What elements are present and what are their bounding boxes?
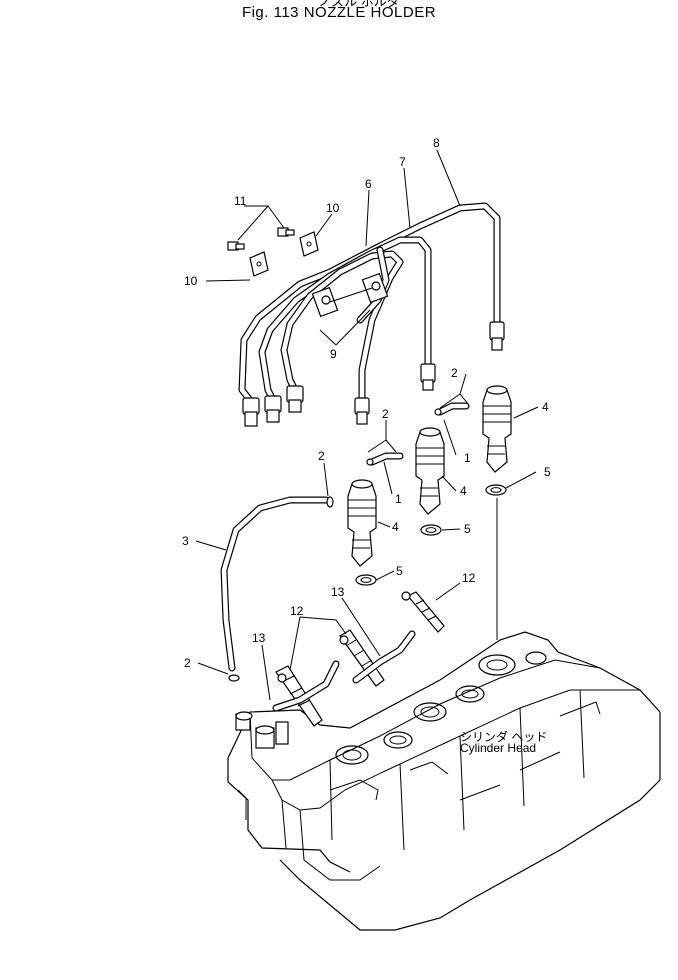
callout-label: 2	[318, 449, 325, 463]
pipe-nut	[489, 321, 505, 351]
figure-title-jp: ノズル ホルダ	[318, 0, 400, 9]
washer	[485, 484, 507, 496]
glow-plug-lead	[272, 660, 340, 712]
cylinder-head-port	[335, 745, 369, 765]
cylinder-head-label-jp: シリンダ ヘッド	[460, 729, 547, 744]
leak-off-connector	[366, 452, 404, 466]
fuel-fitting	[235, 711, 289, 749]
cylinder-head-port	[455, 685, 485, 703]
callout-label: 9	[330, 347, 337, 361]
callout-label: 4	[392, 520, 399, 534]
callout-label: 2	[382, 407, 389, 421]
glow-plug	[275, 665, 323, 727]
callout-label: 1	[395, 492, 402, 506]
nozzle-holder	[347, 479, 377, 567]
callout-label: 13	[252, 631, 266, 645]
injection-pipes	[238, 202, 505, 427]
bolt	[277, 227, 295, 237]
glow-plug-lead	[352, 630, 416, 684]
callout-label: 2	[451, 366, 458, 380]
nozzle-holder	[482, 385, 512, 473]
cylinder-head-port	[383, 731, 413, 749]
cylinder-head-port	[525, 651, 547, 665]
callout-label: 5	[396, 564, 403, 578]
glow-plug	[339, 629, 385, 687]
cylinder-head-drawing: シリンダ ヘッド Cylinder Head	[227, 631, 661, 931]
pipe-nut	[354, 397, 370, 425]
cylinder-head-port	[413, 702, 447, 722]
pipe-nut	[264, 395, 282, 423]
callout-label: 4	[542, 400, 549, 414]
washer	[355, 574, 377, 586]
pipe-clamps	[227, 227, 389, 318]
callout-label: 4	[460, 484, 467, 498]
cylinder-head-label: Cylinder Head	[460, 741, 536, 755]
callout-label: 1	[464, 451, 471, 465]
callout-label: 13	[331, 585, 345, 599]
washer	[420, 524, 442, 536]
glow-plug	[401, 591, 445, 633]
callout-label: 12	[462, 571, 476, 585]
callout-label: 7	[399, 155, 406, 169]
figure-title: Fig. 113 NOZZLE HOLDER	[241, 4, 437, 21]
leader-lines	[195, 149, 539, 701]
callout-label: 10	[326, 201, 340, 215]
pipe-nut	[242, 397, 260, 427]
bolt	[227, 241, 245, 251]
callout-label: 8	[433, 136, 440, 150]
clamp-plate	[299, 231, 319, 257]
callout-label: 5	[544, 465, 551, 479]
callout-label: 10	[184, 274, 198, 288]
cylinder-head-port	[478, 654, 516, 676]
pipe-nut	[420, 363, 436, 391]
callout-numbers: 8 7 6 11 10 10 9 2 4 1 2 5 4 1 2 4 5 5 3…	[182, 136, 551, 670]
nozzle-holder	[415, 427, 445, 515]
callout-label: 5	[464, 522, 471, 536]
leak-off-connector	[434, 402, 470, 416]
return-hose	[220, 496, 334, 682]
clamp-plate	[249, 251, 269, 277]
callout-label: 11	[234, 194, 247, 208]
callout-label: 2	[184, 656, 191, 670]
callout-label: 6	[365, 177, 372, 191]
callout-label: 3	[182, 534, 189, 548]
callout-label: 12	[290, 604, 304, 618]
pipe-nut	[286, 385, 304, 413]
